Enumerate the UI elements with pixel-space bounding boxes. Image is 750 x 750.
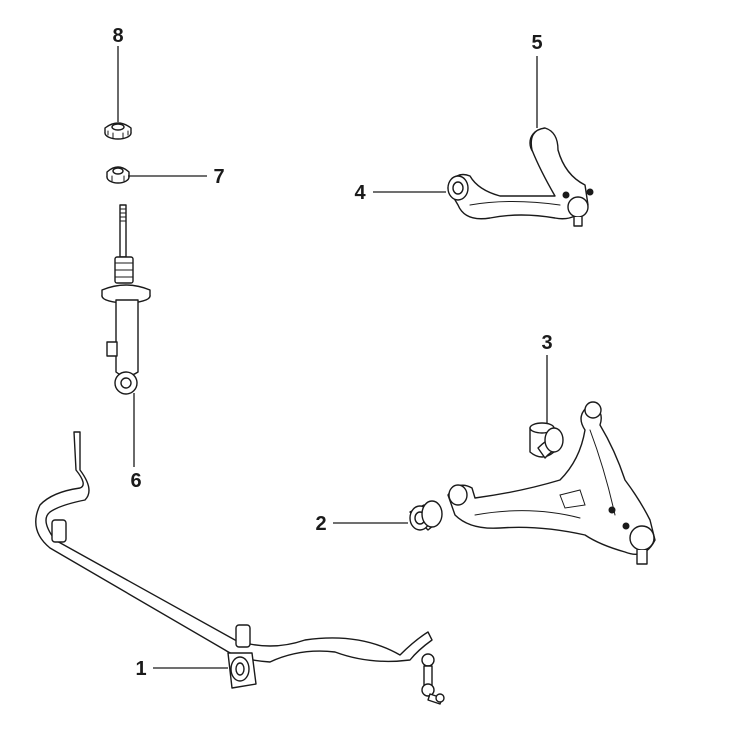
callout-4: 4 — [354, 182, 366, 204]
lower-control-arm[interactable] — [447, 401, 656, 565]
callout-8: 8 — [112, 25, 123, 47]
stabilizer-bar[interactable] — [35, 431, 433, 663]
callout-2: 2 — [315, 513, 326, 535]
part-2-lower-arm-front-bushing[interactable] — [409, 500, 443, 531]
part-6-shock-absorber[interactable] — [101, 204, 151, 395]
callout-7: 7 — [213, 166, 224, 188]
leader-lines — [117, 46, 548, 669]
callout-3: 3 — [541, 332, 552, 354]
part-8-nut[interactable] — [104, 122, 132, 140]
callout-numbers: 1 2 3 4 5 6 7 8 — [112, 25, 552, 680]
stabilizer-link[interactable] — [421, 653, 445, 705]
part-7-washer[interactable] — [106, 166, 130, 184]
callout-5: 5 — [531, 32, 542, 54]
callout-1: 1 — [135, 658, 146, 680]
part-1-stabilizer-bushing[interactable] — [227, 652, 257, 689]
part-3-lower-arm-rear-bushing[interactable] — [529, 422, 564, 459]
part-4-upper-control-arm[interactable] — [447, 127, 594, 227]
callout-6: 6 — [130, 470, 141, 492]
